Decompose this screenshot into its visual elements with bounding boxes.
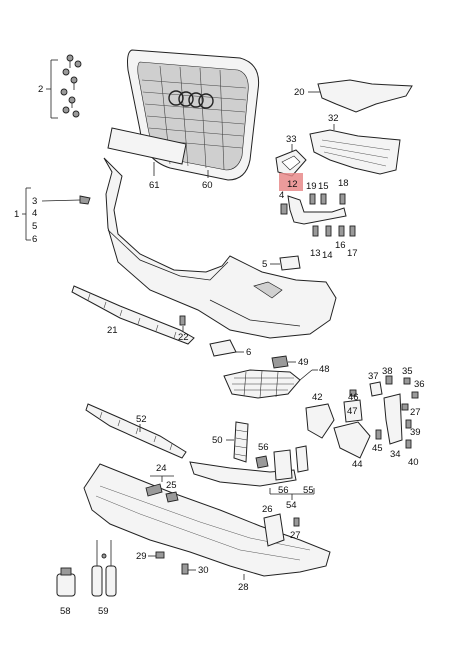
callout-48: 48 — [319, 364, 330, 375]
screw-29 — [155, 551, 165, 559]
callout-22: 22 — [178, 332, 189, 343]
clip-25 — [165, 491, 179, 503]
callout-3: 3 — [32, 196, 37, 207]
fastener-set — [60, 54, 82, 118]
callout-24: 24 — [156, 463, 167, 474]
callout-15: 15 — [318, 181, 329, 192]
callout-61: 61 — [149, 180, 160, 191]
rings-emblem-icon — [168, 90, 214, 109]
callout-1: 1 — [14, 209, 19, 220]
clip-49 — [271, 355, 289, 369]
guide-bracket-upper — [317, 79, 413, 113]
callout-39: 39 — [410, 427, 421, 438]
clip-46 — [349, 389, 357, 397]
clip-36 — [411, 391, 419, 399]
callout-25: 25 — [166, 480, 177, 491]
clip-37 — [369, 381, 383, 397]
callout-55: 55 — [303, 485, 314, 496]
callout-5: 5 — [32, 221, 37, 232]
tow-cap — [209, 339, 237, 357]
clip-27 — [401, 403, 409, 411]
cover-55 — [295, 445, 309, 473]
trim-strip-52 — [85, 403, 187, 459]
callout-16: 16 — [335, 240, 346, 251]
trim-strip-middle — [189, 461, 297, 487]
license-plate-bracket — [107, 127, 187, 165]
bracket-44 — [333, 421, 371, 459]
callout-14: 14 — [322, 250, 333, 261]
screw-30 — [181, 563, 189, 575]
callout-56: 56 — [258, 442, 269, 453]
callout-6b: 6 — [246, 347, 251, 358]
callout-35: 35 — [402, 366, 413, 377]
clip-35 — [403, 377, 411, 385]
screw-group-right — [280, 193, 356, 237]
clip-38 — [385, 375, 393, 385]
bracket-26 — [263, 513, 285, 547]
callout-21: 21 — [107, 325, 118, 336]
callout-5b: 5 — [262, 259, 267, 270]
callout-2: 2 — [38, 84, 43, 95]
callout-33: 33 — [286, 134, 297, 145]
callout-37: 37 — [368, 371, 379, 382]
clip-56 — [255, 455, 269, 469]
cover-5 — [279, 255, 301, 271]
callout-32: 32 — [328, 113, 339, 124]
bracket-47 — [343, 399, 363, 423]
callout-34: 34 — [390, 449, 401, 460]
callout-44: 44 — [352, 459, 363, 470]
callout-30: 30 — [198, 565, 209, 576]
callout-4b: 4 — [279, 190, 284, 201]
callout-49: 49 — [298, 357, 309, 368]
trim-strip-lower — [71, 285, 195, 345]
screw-27 — [293, 517, 300, 527]
callout-40: 40 — [408, 457, 419, 468]
callout-19: 19 — [306, 181, 317, 192]
callout-4: 4 — [32, 208, 37, 219]
paint-bottles — [91, 540, 117, 597]
cover-54 — [273, 449, 293, 481]
screw-22 — [179, 315, 186, 326]
highlight-part-12 — [279, 173, 303, 191]
callout-6: 6 — [32, 234, 37, 245]
callout-52: 52 — [136, 414, 147, 425]
callout-36: 36 — [414, 379, 425, 390]
callout-56b: 56 — [278, 485, 289, 496]
callout-18: 18 — [338, 178, 349, 189]
clip-24 — [145, 483, 163, 497]
callout-59: 59 — [98, 606, 109, 617]
radiator-grille — [127, 49, 260, 181]
callout-46: 46 — [348, 392, 359, 403]
callout-26: 26 — [262, 504, 273, 515]
callout-27b: 27 — [290, 530, 301, 541]
clip-3 — [79, 195, 91, 205]
screw-45 — [375, 429, 382, 440]
callout-58: 58 — [60, 606, 71, 617]
spray-can — [56, 567, 76, 597]
callout-50: 50 — [212, 435, 223, 446]
callout-17: 17 — [347, 248, 358, 259]
bracket-34 — [383, 393, 403, 445]
callout-54: 54 — [286, 500, 297, 511]
callout-28: 28 — [238, 582, 249, 593]
callout-12: 12 — [287, 179, 298, 190]
callout-47: 47 — [347, 406, 358, 417]
callout-42: 42 — [312, 392, 323, 403]
clip-39 — [405, 419, 412, 429]
mounting-bracket — [287, 195, 347, 225]
clip-40 — [405, 439, 412, 449]
bracket-42 — [305, 403, 335, 439]
callout-38: 38 — [382, 366, 393, 377]
callout-60: 60 — [202, 180, 213, 191]
callout-20: 20 — [294, 87, 305, 98]
callout-29: 29 — [136, 551, 147, 562]
callout-13: 13 — [310, 248, 321, 259]
callout-27: 27 — [410, 407, 421, 418]
grille-50 — [233, 421, 249, 463]
callout-45: 45 — [372, 443, 383, 454]
